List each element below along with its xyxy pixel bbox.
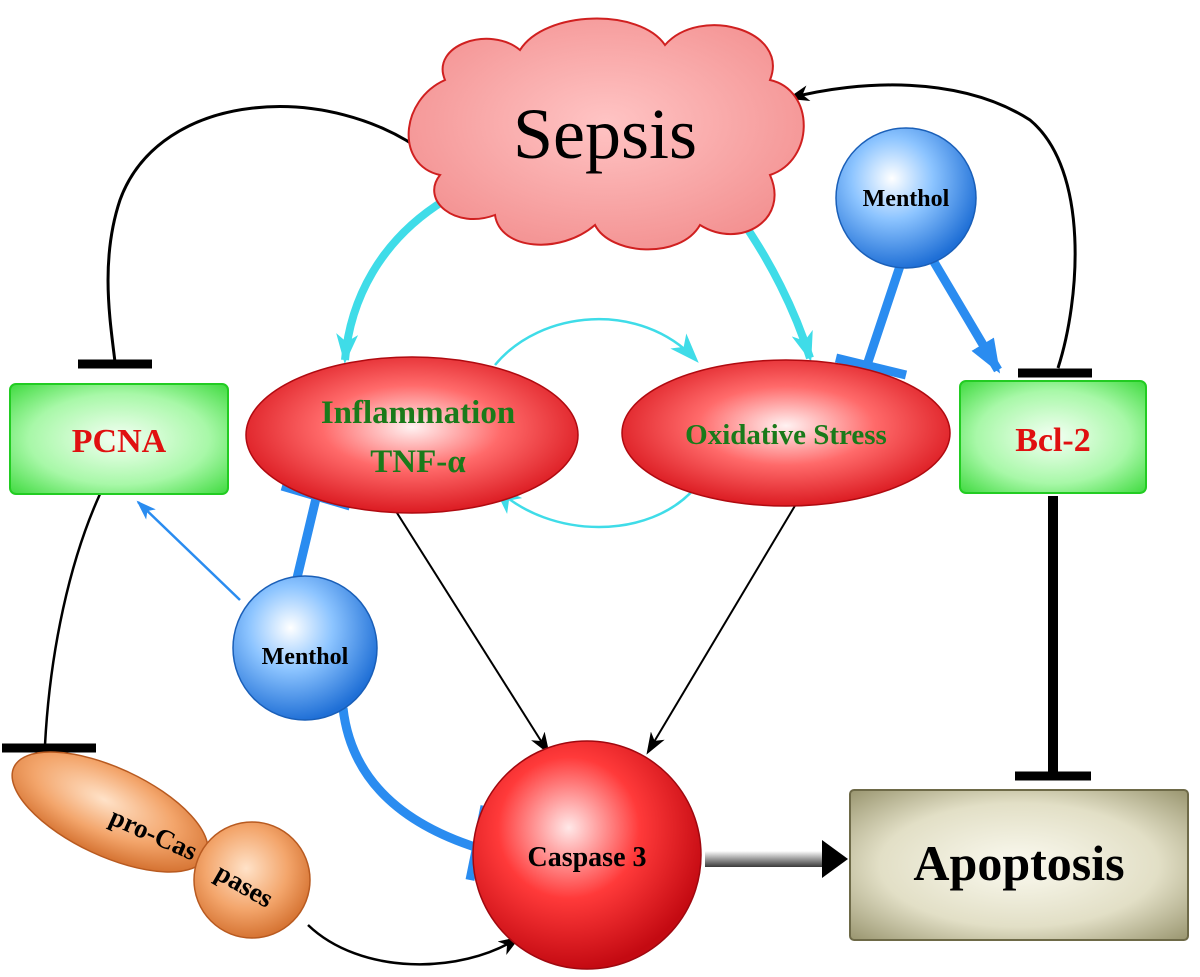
bcl2-node: Bcl-2 bbox=[959, 380, 1147, 494]
menthol-to-pcna-arrow bbox=[136, 500, 241, 601]
menthol-left-inhibition-line bbox=[292, 488, 323, 580]
inflammation-node: Inflammation TNF-α bbox=[245, 356, 579, 514]
menthol-left-label: Menthol bbox=[262, 644, 349, 670]
apoptosis-node: Apoptosis bbox=[849, 789, 1189, 941]
pcna-label: PCNA bbox=[72, 423, 167, 460]
menthol-inhibits-caspase3-line bbox=[338, 707, 480, 853]
bcl2-label: Bcl-2 bbox=[1015, 422, 1091, 459]
sepsis-label: Sepsis bbox=[513, 94, 697, 174]
pcna-inhibits-procaspases-line bbox=[43, 493, 102, 746]
inflammation-label-line1: Inflammation bbox=[321, 395, 515, 431]
oxidative-inhibition-bar bbox=[834, 353, 908, 380]
sepsis-to-inflammation-arrow bbox=[336, 196, 448, 364]
sepsis-to-oxidative-stress-arrow bbox=[734, 212, 814, 362]
procaspases-to-caspase3-arrow bbox=[307, 924, 521, 966]
sepsis-node: Sepsis bbox=[407, 17, 805, 251]
caspase3-node: Caspase 3 bbox=[472, 740, 702, 970]
oxidative-stress-node: Oxidative Stress bbox=[621, 359, 951, 507]
menthol-left-node: Menthol bbox=[232, 575, 378, 721]
sepsis-inhibits-pcna-line bbox=[106, 105, 429, 363]
menthol-to-bcl2-arrow bbox=[930, 259, 1002, 374]
inflammation-to-caspase3-arrow bbox=[391, 504, 550, 755]
inflammation-label-line2: TNF-α bbox=[370, 444, 466, 480]
pro-caspases-node: pro-Cas pases bbox=[11, 751, 311, 939]
inflammation-to-oxidative-arrow bbox=[494, 318, 699, 366]
caspase3-label: Caspase 3 bbox=[527, 842, 646, 873]
oxidative-stress-label: Oxidative Stress bbox=[685, 419, 887, 451]
sepsis-cloud-shape bbox=[407, 17, 805, 251]
caspase3-to-apoptosis-arrow bbox=[705, 840, 848, 878]
oxidative-to-caspase3-arrow bbox=[646, 503, 797, 755]
menthol-top-label: Menthol bbox=[863, 186, 950, 212]
pcna-node: PCNA bbox=[9, 383, 229, 495]
apoptosis-label: Apoptosis bbox=[913, 835, 1124, 891]
menthol-top-node: Menthol bbox=[835, 127, 977, 269]
bcl2-sepsis-loop-line bbox=[787, 83, 1077, 369]
oxidative-to-inflammation-arrow bbox=[493, 485, 696, 529]
menthol-top-inhibition-line bbox=[863, 264, 905, 364]
